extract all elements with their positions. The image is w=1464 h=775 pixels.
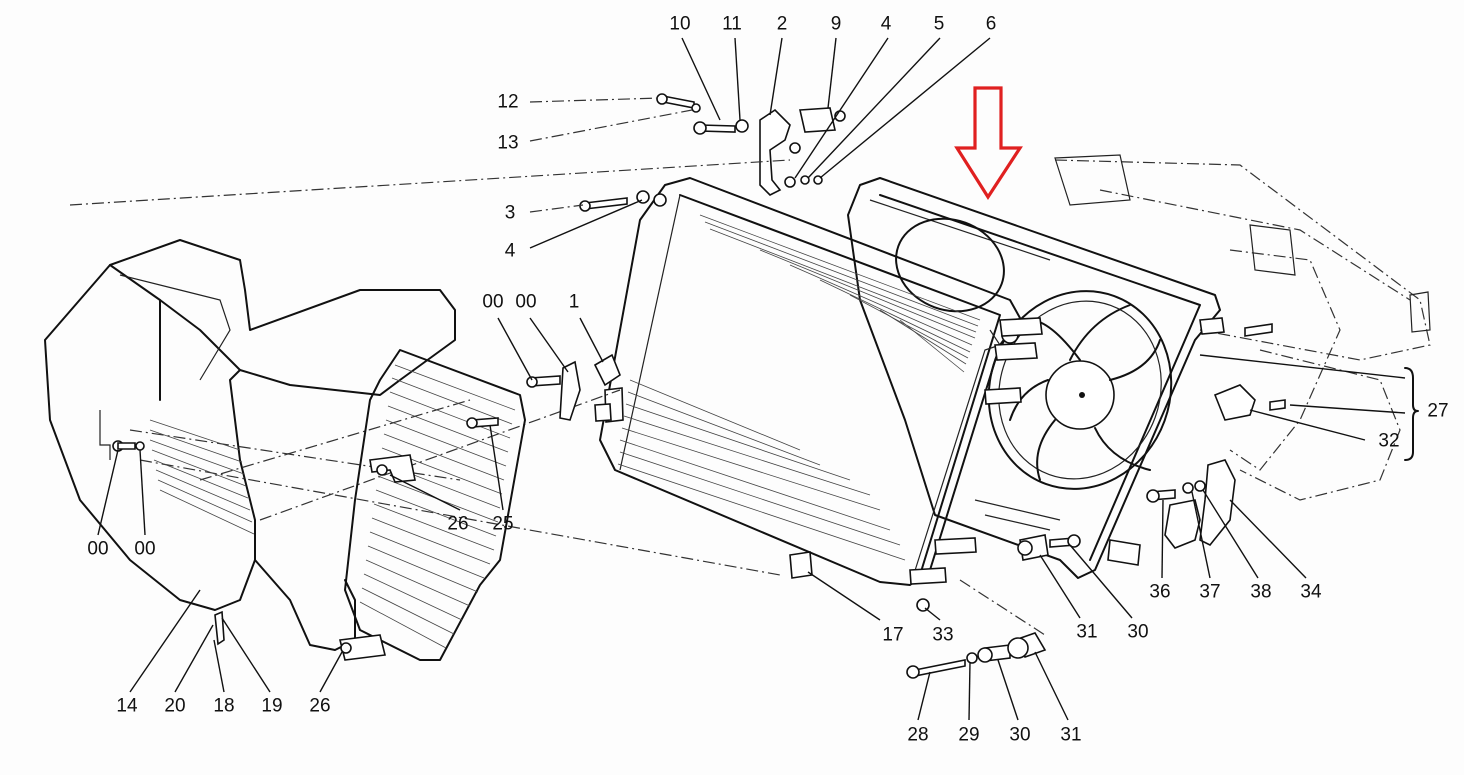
down-arrow-icon <box>954 86 1023 200</box>
callout-label-26[interactable]: 26 <box>309 695 331 717</box>
callout-label-1[interactable]: 1 <box>568 291 580 313</box>
callout-label-36[interactable]: 36 <box>1149 581 1171 603</box>
chassis-frame <box>1054 154 1431 501</box>
callout-label-00[interactable]: 00 <box>515 291 537 313</box>
leader-lines <box>97 37 1419 721</box>
callout-label-00[interactable]: 00 <box>87 538 109 560</box>
callout-label-30[interactable]: 30 <box>1127 621 1149 643</box>
callout-label-18[interactable]: 18 <box>213 695 235 717</box>
callout-label-29[interactable]: 29 <box>958 724 980 746</box>
callout-label-13[interactable]: 13 <box>497 132 519 154</box>
callout-label-33[interactable]: 33 <box>932 624 954 646</box>
radiator <box>594 177 1043 586</box>
callout-label-32[interactable]: 32 <box>1378 430 1400 452</box>
air-duct <box>44 239 781 651</box>
callout-label-4[interactable]: 4 <box>880 13 892 35</box>
top-mount-hardware <box>69 93 846 212</box>
side-mount-hardware <box>112 353 930 654</box>
callout-label-30[interactable]: 30 <box>1009 724 1031 746</box>
callout-label-26[interactable]: 26 <box>447 513 469 535</box>
callout-label-27[interactable]: 27 <box>1427 400 1449 422</box>
callout-label-6[interactable]: 6 <box>985 13 997 35</box>
callout-label-11[interactable]: 11 <box>722 13 742 35</box>
callout-label-10[interactable]: 10 <box>669 13 691 35</box>
right-bracket-hardware <box>1146 323 1286 549</box>
callout-label-20[interactable]: 20 <box>164 695 186 717</box>
callout-label-00[interactable]: 00 <box>134 538 156 560</box>
callout-label-37[interactable]: 37 <box>1199 581 1221 603</box>
callout-label-25[interactable]: 25 <box>492 513 514 535</box>
callout-label-3[interactable]: 3 <box>504 202 516 224</box>
callout-label-17[interactable]: 17 <box>882 624 904 646</box>
callout-label-00[interactable]: 00 <box>482 291 504 313</box>
callout-label-12[interactable]: 12 <box>497 91 519 113</box>
lower-mount-hardware <box>906 534 1081 679</box>
callout-label-14[interactable]: 14 <box>116 695 138 717</box>
callout-label-19[interactable]: 19 <box>261 695 283 717</box>
callout-label-38[interactable]: 38 <box>1250 581 1272 603</box>
callout-label-2[interactable]: 2 <box>776 13 788 35</box>
callout-label-31[interactable]: 31 <box>1060 724 1082 746</box>
callout-label-4[interactable]: 4 <box>504 240 516 262</box>
callout-label-9[interactable]: 9 <box>830 13 842 35</box>
callout-label-34[interactable]: 34 <box>1300 581 1322 603</box>
callout-label-31[interactable]: 31 <box>1076 621 1098 643</box>
callout-label-28[interactable]: 28 <box>907 724 929 746</box>
callout-label-5[interactable]: 5 <box>933 13 945 35</box>
condenser <box>339 349 526 661</box>
